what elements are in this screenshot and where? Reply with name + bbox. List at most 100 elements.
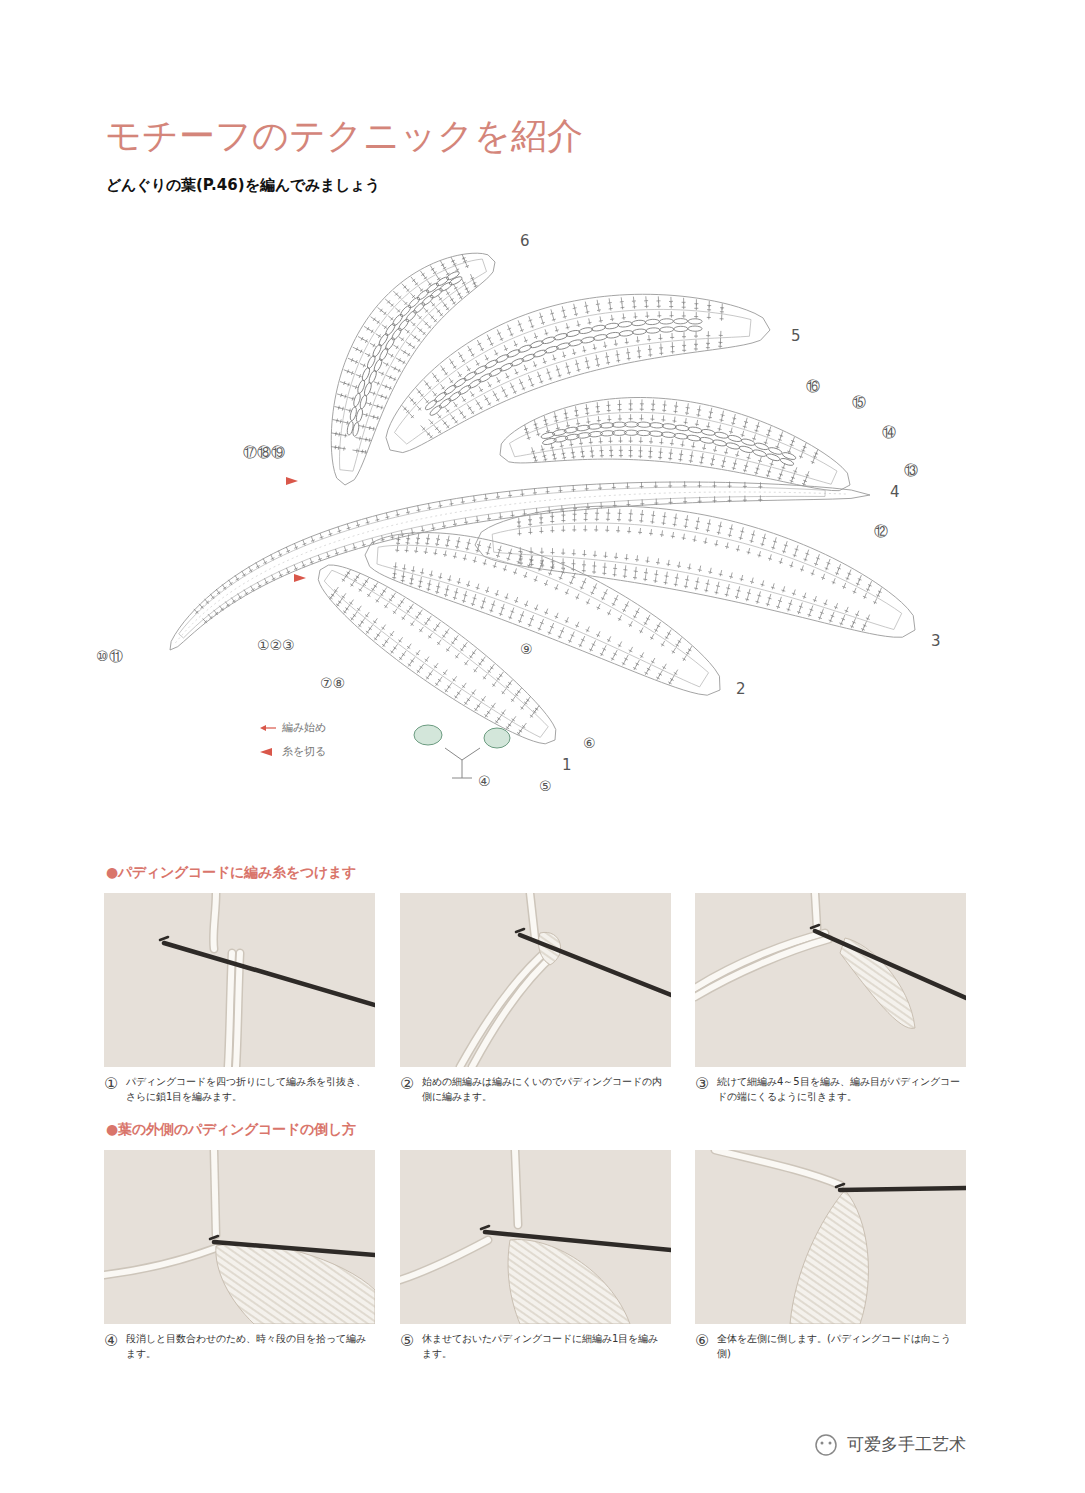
- padding-cord: [472, 953, 556, 1067]
- outer-cord: [475, 506, 915, 637]
- legend-row: 編み始め: [258, 720, 326, 735]
- chain-stitch: [371, 343, 382, 358]
- step-caption: 続けて細編み4～5目を編み、編み目がパディングコードの端にくるように引きます。: [717, 1075, 961, 1104]
- page-title: モチーフのテクニックを紹介: [105, 112, 583, 161]
- chain-stitch: [593, 334, 608, 342]
- callout-number: ④: [477, 773, 492, 790]
- chain-stitch: [688, 426, 703, 433]
- chain-stitch: [425, 282, 439, 294]
- chain-stitch: [407, 296, 421, 309]
- step-number: ④: [104, 1332, 126, 1361]
- thread-shadow: [695, 939, 829, 997]
- chain-stitch: [390, 327, 402, 341]
- hook-tip: [210, 1236, 218, 1239]
- photo-step: ④段消しと目数合わせのため、時々段の目を拾って編みます。: [104, 1150, 375, 1365]
- chain-stitch: [688, 326, 702, 331]
- chain-stitch: [727, 434, 742, 442]
- padding-cord: [214, 1150, 216, 1235]
- callout-number: ⑦⑧: [319, 675, 346, 692]
- chain-stitch: [346, 421, 354, 436]
- chain-stitch: [378, 332, 390, 347]
- photo-step: ⑥全体を左側に倒します。(パディングコードは向こう側): [695, 1150, 966, 1365]
- photo-illustration: [400, 1150, 671, 1324]
- stem-sketch: [445, 748, 480, 778]
- chain-stitch: [404, 309, 417, 323]
- stitch-marks: [194, 481, 763, 623]
- caption-row: ⑤休ませておいたパディングコードに細編み1目を編みます。: [400, 1332, 671, 1361]
- chain-stitch: [566, 329, 581, 337]
- inner-cord: [394, 309, 750, 444]
- chain-stitch: [349, 406, 358, 421]
- chain-stitch: [399, 304, 412, 318]
- chain-stitch: [780, 457, 795, 467]
- chain-stitch: [484, 359, 499, 370]
- crochet-hook: [815, 931, 966, 998]
- chain-stitch: [397, 318, 410, 332]
- chain-stitch: [553, 332, 568, 341]
- chain-stitch: [782, 451, 797, 461]
- chain-stitch: [499, 362, 514, 373]
- chain-stitch: [645, 319, 659, 325]
- chain-stitch: [391, 313, 404, 327]
- padding-cord: [236, 953, 240, 1067]
- crochet-hook: [840, 1188, 966, 1190]
- caption-row: ⑥全体を左側に倒します。(パディングコードは向こう側): [695, 1332, 966, 1361]
- step-photo: [104, 893, 375, 1067]
- padding-cord: [815, 893, 817, 928]
- step-photo: [400, 1150, 671, 1324]
- icon-dot: [829, 1442, 832, 1445]
- callout-number: ⑨: [519, 641, 534, 658]
- chain-stitch: [712, 439, 727, 447]
- chain-stitch: [446, 270, 461, 281]
- outer-cord: [500, 397, 850, 490]
- callout-number: ⑭: [881, 424, 897, 441]
- chain-stitch: [488, 367, 503, 378]
- callout-number: ⑮: [851, 394, 867, 411]
- chain-stitch: [768, 446, 783, 455]
- caption-row: ①パディングコードを四つ折りにして編み糸を引抜き、さらに鎖1目を編みます。: [104, 1075, 375, 1104]
- chain-stitch: [674, 318, 688, 323]
- chain-stitch: [424, 398, 438, 411]
- chain-stitch: [606, 332, 621, 339]
- crochet-hook: [520, 935, 671, 995]
- chain-stitch: [674, 433, 689, 440]
- caption-row: ④段消しと目数合わせのため、時々段の目を拾って編みます。: [104, 1332, 375, 1361]
- callout-number: ⑰⑱⑲: [242, 444, 286, 461]
- chain-stitch: [659, 319, 673, 325]
- chain-stitch: [632, 328, 646, 335]
- crochet-piece: [790, 1190, 868, 1324]
- chain-stitch: [714, 431, 729, 439]
- chain-stitch: [688, 319, 702, 324]
- section-heading: ●パディングコードに編み糸をつけます: [105, 864, 357, 881]
- thread-shadow: [715, 1150, 840, 1185]
- thread-shadow: [236, 953, 240, 1067]
- step-photo: [695, 893, 966, 1067]
- chain-stitch: [473, 364, 488, 375]
- chain-stitch: [443, 384, 457, 396]
- photo-step: ③続けて細編み4～5目を編み、編み目がパディングコードの端にくるように引きます。: [695, 893, 966, 1108]
- padding-cord: [213, 893, 216, 949]
- chain-stitch: [478, 372, 493, 383]
- thread-shadow: [815, 893, 817, 928]
- photo-illustration: [695, 893, 966, 1067]
- leaf-outline: [365, 533, 720, 696]
- padding-cord: [400, 1240, 488, 1280]
- thread-shadow: [530, 893, 535, 938]
- photo-step: ⑤休ませておいたパディングコードに細編み1目を編みます。: [400, 1150, 671, 1365]
- chain-stitch: [429, 404, 443, 417]
- step-number: ⑤: [400, 1332, 422, 1361]
- outer-cord: [365, 533, 720, 696]
- hook-tip: [160, 937, 168, 940]
- crochet-hook: [485, 1232, 671, 1250]
- chain-stitch: [637, 422, 651, 428]
- thread-shadow: [400, 1240, 488, 1280]
- chain-stitch: [420, 294, 434, 307]
- chain-stitch: [754, 442, 769, 451]
- leaf-outline: [331, 253, 495, 485]
- subtitle: どんぐりの葉(P.46)を編んでみましょう: [105, 176, 381, 194]
- chain-stitch: [739, 445, 754, 454]
- chain-stitch: [604, 322, 619, 329]
- callout-number: ⑬: [903, 462, 919, 479]
- leaf-chart: [170, 253, 915, 744]
- padding-cord: [695, 939, 829, 997]
